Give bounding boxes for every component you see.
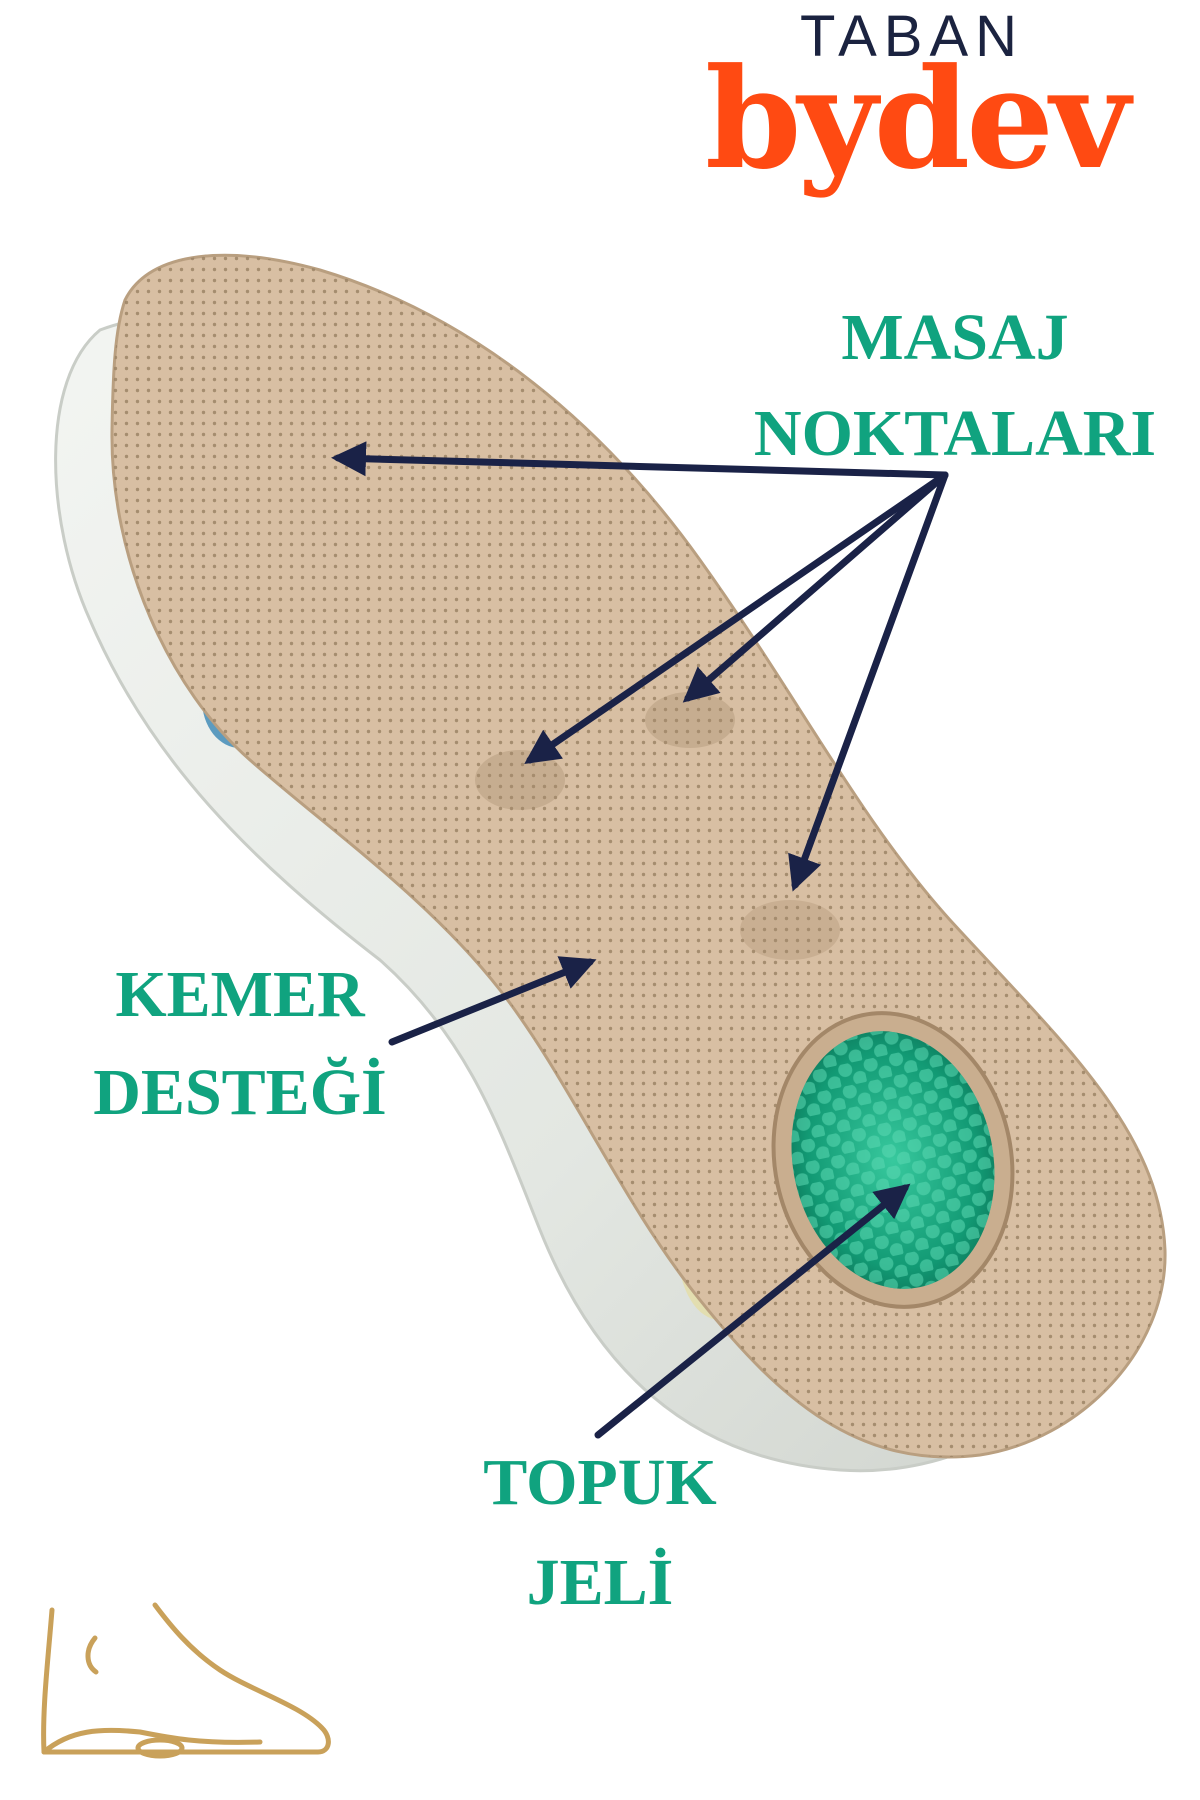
label-heel-line1: TOPUK	[483, 1446, 717, 1519]
foot-outline-icon	[41, 1602, 331, 1759]
arrow-massage-heel-side	[788, 471, 949, 892]
arrow-massage-mid-left	[524, 471, 949, 764]
arrows	[331, 441, 949, 1439]
arrow-arch-support	[388, 956, 597, 1046]
brand-taban: TABAN	[800, 4, 1025, 69]
arrow-massage-mid-right	[682, 471, 949, 703]
heel-gel-honeycomb	[791, 1031, 995, 1289]
arrow-massage-forefoot	[331, 441, 949, 479]
massage-bump-3	[740, 900, 840, 960]
label-arch-support: KEMER DESTEĞİ	[60, 962, 420, 1126]
label-heel-gel: TOPUK JELİ	[450, 1450, 750, 1616]
label-massage-line2: NOKTALARI	[753, 397, 1157, 470]
massage-bump-2	[645, 692, 735, 748]
arrow-heel-gel	[594, 1183, 911, 1439]
label-massage-line1: MASAJ	[841, 301, 1069, 374]
label-heel-line2: JELİ	[526, 1546, 674, 1619]
label-arch-line2: DESTEĞİ	[93, 1056, 387, 1129]
brand-logo-bydev: bydev	[705, 37, 1130, 200]
label-arch-line1: KEMER	[115, 958, 365, 1031]
label-massage-points: MASAJ NOKTALARI	[735, 305, 1175, 467]
massage-bump-1	[475, 750, 565, 810]
